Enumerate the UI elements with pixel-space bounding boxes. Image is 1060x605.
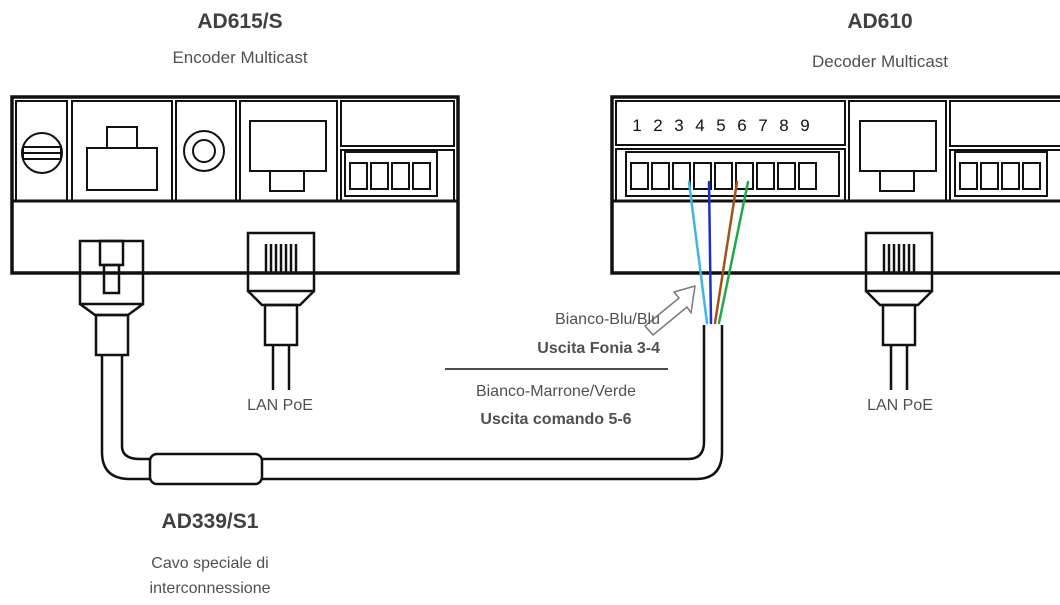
command-output-label: Uscita comando 5-6 [480, 411, 632, 428]
encoder-lan-plug-icon [246, 231, 316, 390]
wire-white-blue [687, 180, 709, 325]
wire-blue [707, 180, 713, 325]
cable-description-line2: interconnessione [149, 580, 271, 597]
terminal-number-6: 6 [737, 116, 747, 135]
decoder-description: Decoder Multicast [811, 52, 949, 71]
terminal-number-4: 4 [695, 116, 705, 135]
decoder-model-title: AD610 [847, 10, 913, 33]
cable-description-line1: Cavo speciale di [151, 555, 269, 572]
decoder-rj45-port-icon [859, 120, 937, 192]
decoder-lan-plug-icon [864, 231, 934, 390]
terminal-number-5: 5 [716, 116, 726, 135]
terminal-number-2: 2 [653, 116, 663, 135]
terminal-number-7: 7 [758, 116, 768, 135]
command-wire-colors-label: Bianco-Marrone/Verde [475, 383, 637, 400]
audio-output-label: Uscita Fonia 3-4 [537, 340, 660, 357]
decoder-housing [610, 95, 1060, 275]
cable-model-title: AD339/S1 [161, 510, 259, 533]
pointer-arrow-icon [644, 285, 696, 336]
selector-knob-icon [21, 132, 63, 174]
decoder-terminal-block-4-icon [954, 151, 1048, 197]
terminal-number-8: 8 [779, 116, 789, 135]
encoder-description: Encoder Multicast [172, 48, 308, 67]
power-socket-icon [86, 126, 158, 191]
special-cable [100, 325, 724, 486]
audio-jack-icon [183, 130, 225, 172]
terminal-number-9: 9 [800, 116, 810, 135]
encoder-housing [10, 95, 460, 275]
terminal-number-1: 1 [632, 116, 642, 135]
audio-wire-colors-label: Bianco-Blu/Blu [555, 311, 660, 328]
encoder-model-title: AD615/S [197, 10, 283, 33]
special-plug-icon [78, 239, 145, 395]
encoder-terminal-block-icon [344, 151, 438, 197]
wire-brown [713, 180, 739, 325]
encoder-rj45-port-icon [249, 120, 327, 192]
wire-green [717, 180, 750, 325]
decoder-terminal-block-9-icon [625, 151, 840, 197]
decoder-lan-label: LAN PoE [867, 397, 933, 414]
encoder-lan-label: LAN PoE [247, 397, 313, 414]
terminal-number-3: 3 [674, 116, 684, 135]
